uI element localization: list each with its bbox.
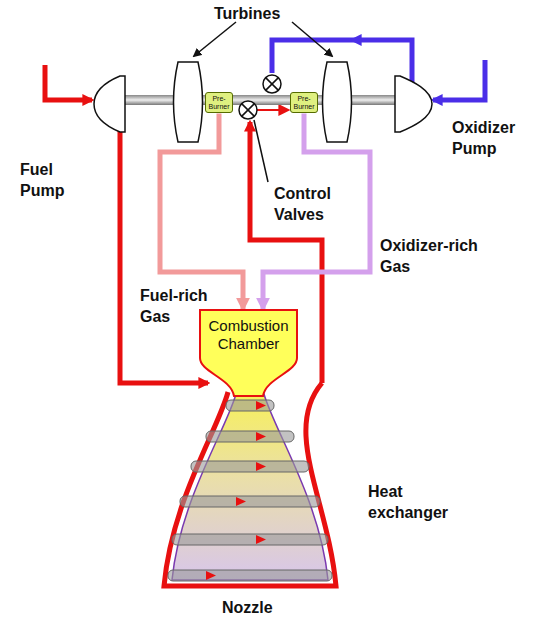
oxidizer-inlet [433, 60, 485, 100]
control-valve [239, 101, 257, 119]
part-label: Control Valves [274, 184, 346, 226]
fuel-pump [94, 76, 125, 132]
part-label: Nozzle [222, 598, 302, 619]
shaft [120, 95, 420, 105]
part-label: Oxidizer-rich Gas [380, 236, 498, 278]
chamber-outline [200, 310, 297, 396]
fuel-line [120, 130, 208, 383]
leader-line [194, 22, 236, 56]
oxidizer-pump [395, 76, 432, 132]
turbine [323, 62, 352, 142]
preburner-label: Pre-Burner [207, 95, 231, 110]
gas-flow-connector [160, 113, 243, 309]
fuel-inlet [45, 65, 92, 100]
nozzle-bell [172, 394, 328, 580]
gas-flow-connector [263, 113, 370, 309]
part-label: Fuel-rich Gas [140, 286, 222, 328]
preburner-box: Pre-Burner [205, 92, 233, 113]
preburner-label: Pre-Burner [292, 95, 316, 110]
flow-arrow [206, 401, 266, 580]
nozzle-outer-line [164, 383, 336, 586]
flow-arrow [352, 39, 372, 41]
control-valve [263, 75, 281, 93]
fuel-to-preburner [257, 109, 288, 111]
chamber-label: Combustion Chamber [204, 317, 293, 353]
turbine [174, 62, 203, 142]
leader-line [254, 120, 268, 182]
preburner-box: Pre-Burner [290, 92, 318, 113]
leader-line [292, 22, 332, 56]
combustion-chamber: Combustion Chamber [200, 310, 297, 396]
part-label: Oxidizer Pump [452, 118, 536, 160]
heat-exchanger-bands [168, 400, 332, 581]
part-label: Heat exchanger [368, 482, 464, 524]
part-label: Fuel Pump [20, 160, 72, 202]
part-label: Turbines [214, 4, 304, 25]
